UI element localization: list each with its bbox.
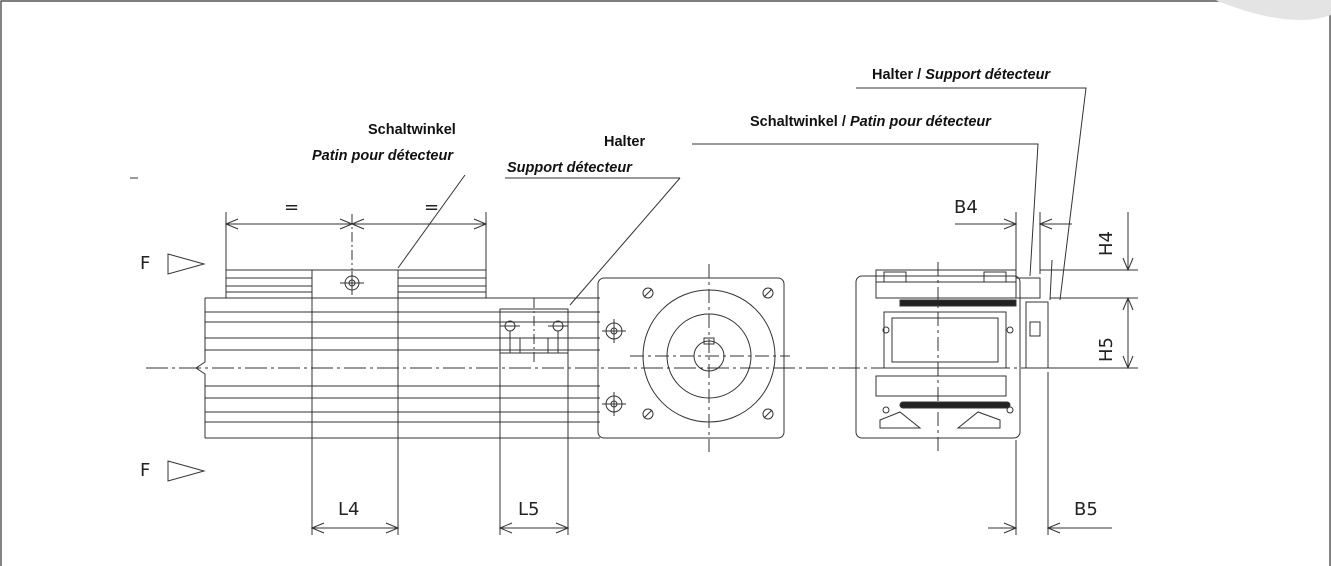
label-halter-top-fr: Support détecteur (925, 67, 1051, 83)
dim-b4: B4 (954, 197, 978, 218)
dim-l4: L4 (338, 499, 360, 520)
label-schaltwinkel-right-de: Schaltwinkel (750, 114, 838, 130)
label-schaltwinkel-left-de: Schaltwinkel (368, 122, 456, 138)
leader-schaltwinkel-right (692, 144, 1038, 276)
label-halter-top-de: Halter (872, 67, 914, 83)
l4-dimension (312, 523, 398, 533)
label-halter-mid-fr: Support détecteur (507, 160, 632, 176)
halter-block (500, 298, 568, 364)
dim-b5: B5 (1074, 499, 1098, 520)
side-bracket (1016, 278, 1048, 368)
b5-dimension (988, 372, 1112, 535)
label-schaltwinkel-right-fr: Patin pour détecteur (849, 114, 991, 130)
label-halter-mid-de: Halter (604, 134, 646, 150)
label-schaltwinkel-left-fr: Patin pour détecteur (312, 148, 453, 164)
leader-halter-top (856, 88, 1086, 300)
label-schaltwinkel-right: Schaltwinkel / Patin pour détecteur (750, 113, 991, 131)
label-halter-top-sep: / (913, 67, 926, 83)
h4-dimension (1040, 212, 1138, 368)
dim-eq-right: = (424, 197, 440, 218)
motor-flange (598, 264, 790, 452)
label-halter-top: Halter / Support détecteur (872, 66, 1050, 84)
force-arrow-top (168, 254, 204, 274)
b4-dimension (955, 212, 1072, 274)
dim-f-top: F (140, 253, 151, 274)
dim-f-bottom: F (140, 460, 151, 481)
cross-section (846, 262, 1060, 452)
label-schaltwinkel-right-sep: / (837, 114, 850, 130)
dim-eq-left: = (284, 197, 300, 218)
dim-h5: H5 (1096, 337, 1117, 362)
eq-dimension (226, 212, 486, 270)
h5-dimension (1050, 356, 1138, 368)
corner-decoration (1215, 0, 1331, 20)
force-arrow-bottom (168, 461, 204, 481)
dim-h4: H4 (1096, 231, 1117, 256)
leader-schaltwinkel-left (398, 175, 465, 268)
schaltwinkel-block (312, 270, 398, 298)
l5-dimension (500, 523, 568, 533)
dim-l5: L5 (518, 499, 540, 520)
leader-halter-mid (570, 178, 680, 305)
